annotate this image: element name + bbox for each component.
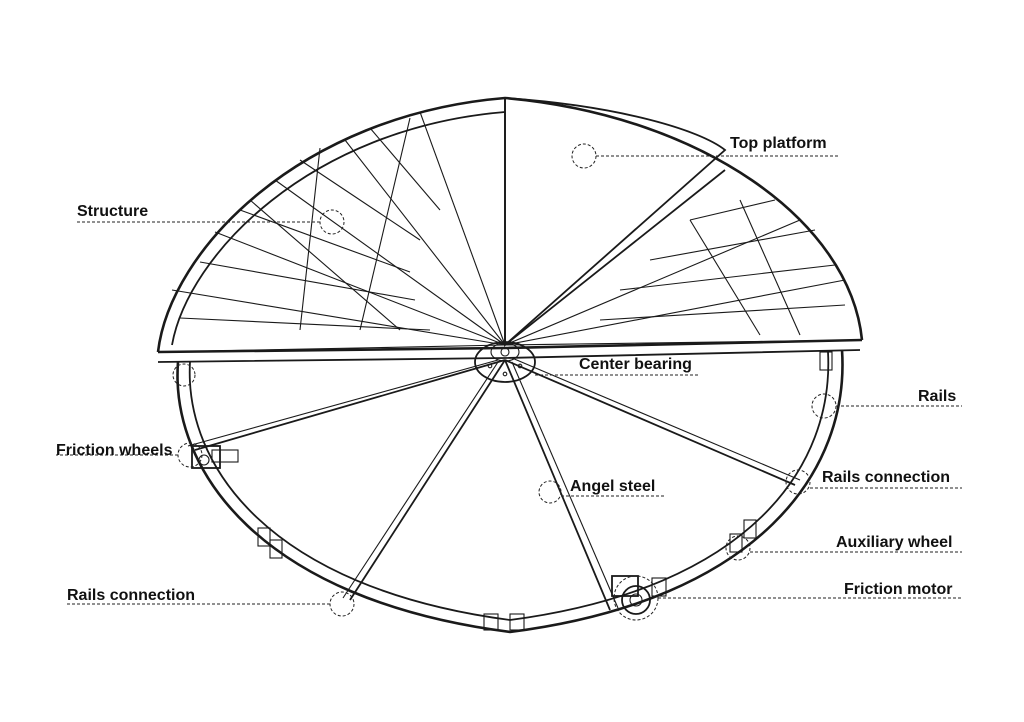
label-top-platform: Top platform	[730, 135, 827, 152]
label-rails: Rails	[918, 388, 957, 405]
label-friction-wheels: Friction wheels	[56, 442, 173, 459]
label-auxiliary-wheel: Auxiliary wheel	[836, 534, 953, 551]
structure-beams	[159, 98, 861, 353]
label-rails-connection-left: Rails connection	[67, 587, 196, 604]
leader-lines	[56, 155, 962, 605]
angle-steel-spokes	[187, 357, 801, 611]
rail-ring	[176, 349, 844, 634]
auxiliary-wheels	[257, 351, 833, 631]
friction-motor	[611, 575, 667, 615]
label-structure: Structure	[77, 203, 149, 220]
center-bearing	[474, 341, 536, 383]
label-rails-connection-right: Rails connection	[822, 469, 951, 486]
label-friction-motor: Friction motor	[844, 581, 953, 598]
label-center-bearing: Center bearing	[579, 356, 692, 373]
friction-wheels	[191, 445, 239, 469]
label-angel-steel: Angel steel	[570, 478, 656, 495]
